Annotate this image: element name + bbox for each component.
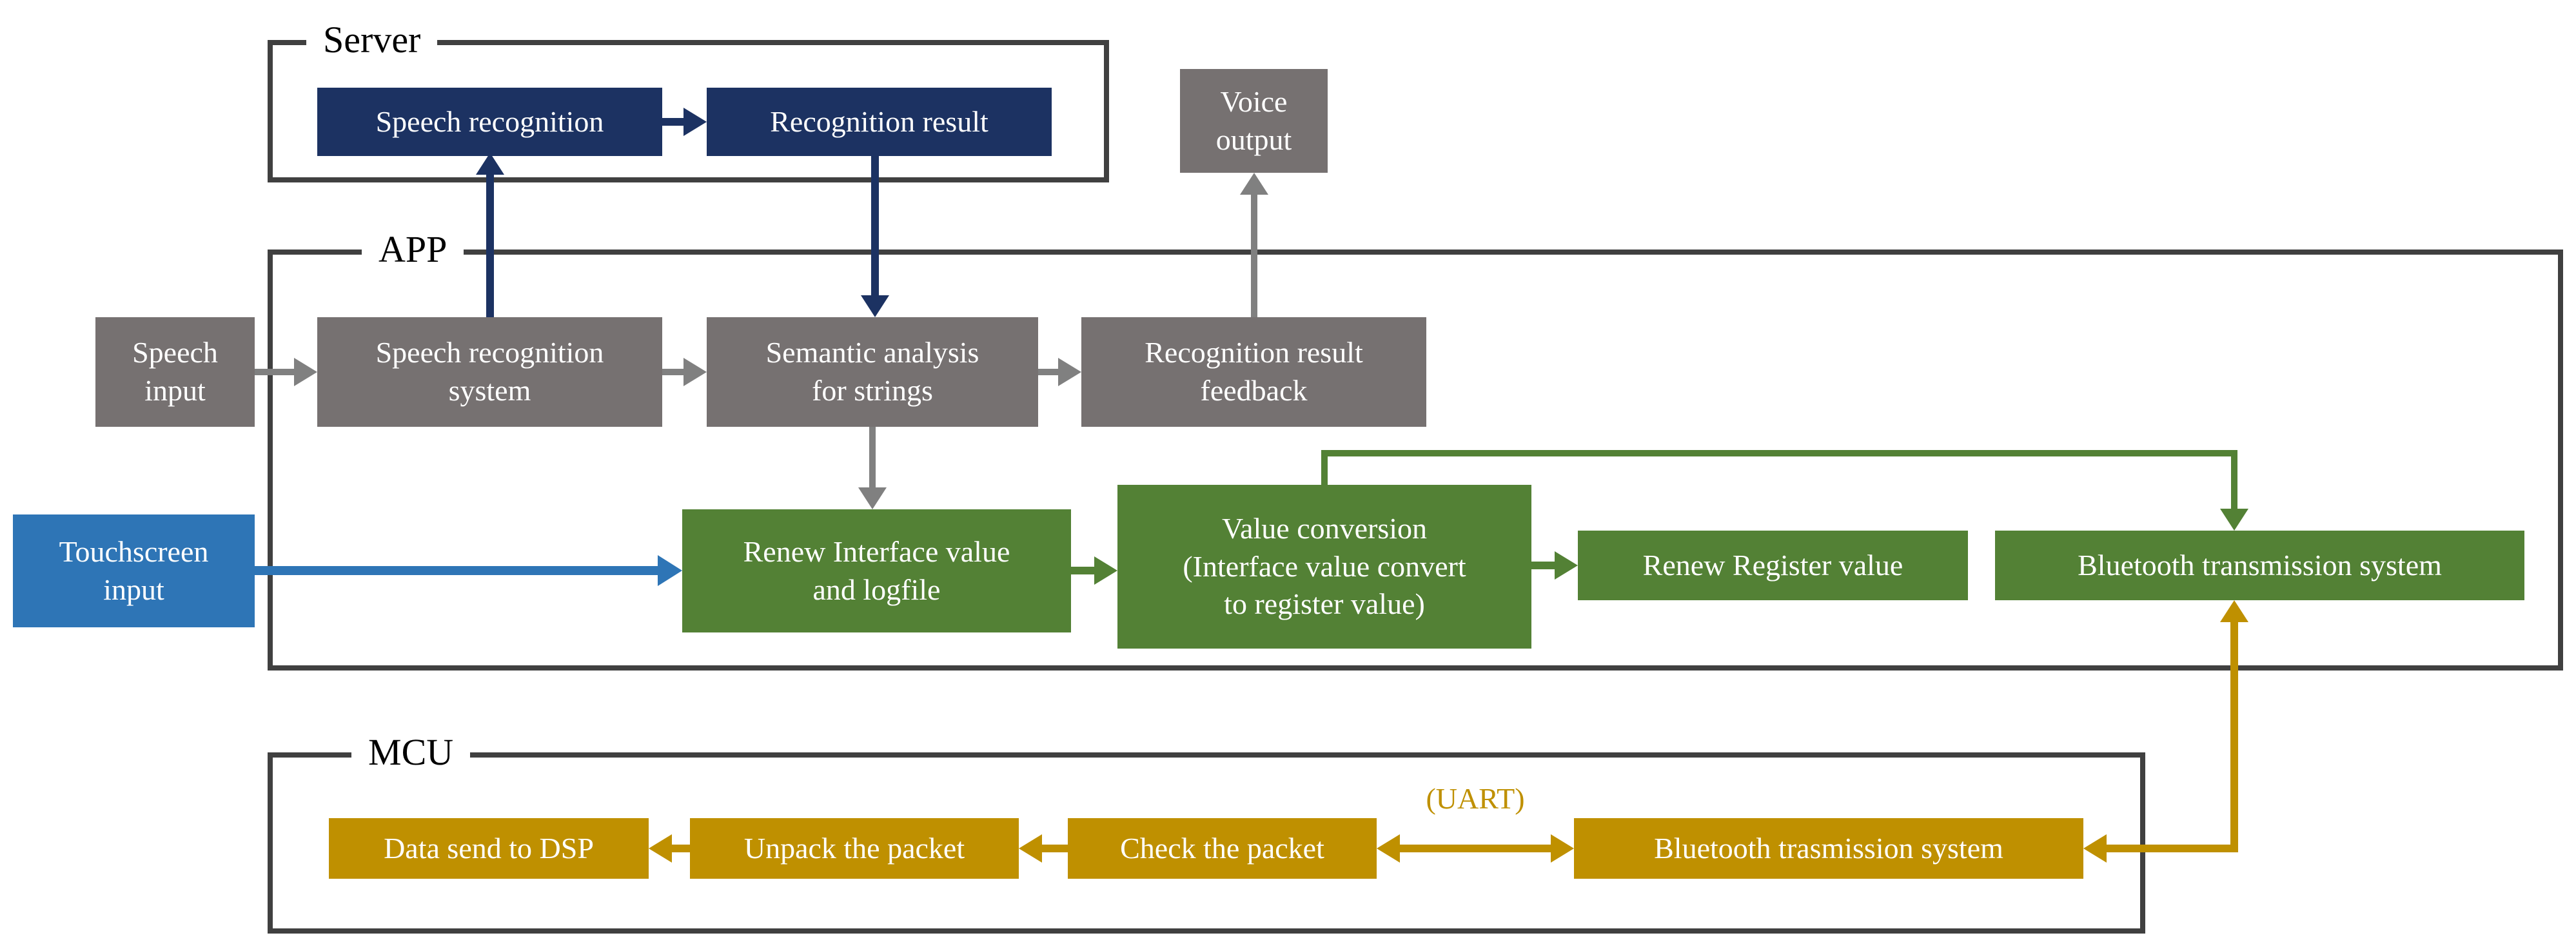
app-group-label: APP — [362, 226, 464, 273]
node-voice-output: Voice output — [1180, 69, 1328, 173]
node-touchscreen-input: Touchscreen input — [13, 514, 255, 627]
connector-feedback-to-voice-line — [1251, 193, 1257, 317]
connector-feedback-to-voice-arrowhead-icon — [1240, 173, 1268, 195]
node-value-conversion: Value conversion (Interface value conver… — [1117, 485, 1531, 649]
connector-conversion-to-bluetooth-horizontal — [1321, 450, 2237, 456]
node-renew-register: Renew Register value — [1578, 531, 1968, 600]
node-speech-recognition-system: Speech recognition system — [317, 317, 662, 427]
uart-label: (UART) — [1426, 782, 1525, 815]
connector-bluetooth-link-horizontal — [2107, 845, 2238, 852]
connector-renew-to-conversion-line — [1071, 567, 1096, 574]
connector-check-to-unpack-line — [1042, 845, 1068, 852]
node-bluetooth-mcu: Bluetooth trasmission system — [1574, 818, 2083, 879]
node-speech-recognition-server: Speech recognition — [317, 88, 662, 156]
node-unpack-packet: Unpack the packet — [690, 818, 1019, 879]
connector-speech-input-line — [255, 369, 295, 375]
node-renew-interface: Renew Interface value and logfile — [682, 509, 1071, 632]
connector-unpack-to-dsp-arrowhead-icon — [649, 834, 672, 863]
node-check-packet: Check the packet — [1068, 818, 1377, 879]
connector-system-to-semantic-arrowhead-icon — [683, 358, 707, 386]
server-group-label: Server — [306, 17, 438, 63]
connector-recognition-to-result-line — [662, 118, 685, 126]
connector-semantic-to-feedback-line — [1038, 369, 1059, 375]
connector-conversion-to-bluetooth-vertical — [2231, 450, 2237, 509]
node-data-send-dsp: Data send to DSP — [329, 818, 649, 879]
connector-conversion-to-bluetooth-arrowhead-icon — [2220, 509, 2248, 531]
app-group: APP — [268, 226, 2563, 671]
connector-speech-input-arrowhead-icon — [294, 358, 317, 386]
connector-conversion-to-register-line — [1531, 562, 1556, 569]
connector-unpack-to-dsp-line — [672, 845, 690, 852]
connector-uart-left-arrowhead-icon — [1377, 834, 1400, 863]
connector-check-to-unpack-arrowhead-icon — [1019, 834, 1042, 863]
connector-system-to-server-arrowhead-icon — [476, 153, 504, 175]
connector-system-to-server-line — [486, 173, 494, 317]
server-group: Server — [268, 17, 1109, 182]
node-recognition-result-server: Recognition result — [707, 88, 1052, 156]
connector-bluetooth-link-up-arrowhead-icon — [2220, 600, 2248, 622]
connector-semantic-to-renew-arrowhead-icon — [858, 487, 887, 509]
connector-touchscreen-line — [255, 566, 659, 575]
node-speech-input: Speech input — [95, 317, 255, 427]
connector-result-to-semantic-line — [871, 156, 879, 297]
connector-bluetooth-link-left-arrowhead-icon — [2083, 834, 2107, 863]
connector-semantic-to-feedback-arrowhead-icon — [1058, 358, 1081, 386]
node-semantic-analysis: Semantic analysis for strings — [707, 317, 1038, 427]
connector-renew-to-conversion-arrowhead-icon — [1094, 556, 1117, 585]
mcu-group: MCU — [268, 729, 2145, 934]
connector-uart-line — [1400, 845, 1551, 852]
connector-conversion-to-bluetooth-stub — [1321, 455, 1328, 485]
connector-uart-right-arrowhead-icon — [1551, 834, 1574, 863]
connector-result-to-semantic-arrowhead-icon — [861, 295, 889, 317]
connector-bluetooth-link-vertical — [2230, 621, 2238, 852]
connector-recognition-to-result-arrowhead-icon — [683, 108, 707, 136]
mcu-group-label: MCU — [351, 729, 471, 776]
node-bluetooth-app: Bluetooth transmission system — [1995, 531, 2524, 600]
connector-touchscreen-arrowhead-icon — [658, 555, 682, 586]
connector-conversion-to-register-arrowhead-icon — [1555, 551, 1578, 580]
connector-semantic-to-renew-line — [869, 427, 876, 490]
connector-system-to-semantic-line — [662, 369, 685, 375]
node-recognition-result-feedback: Recognition result feedback — [1081, 317, 1426, 427]
